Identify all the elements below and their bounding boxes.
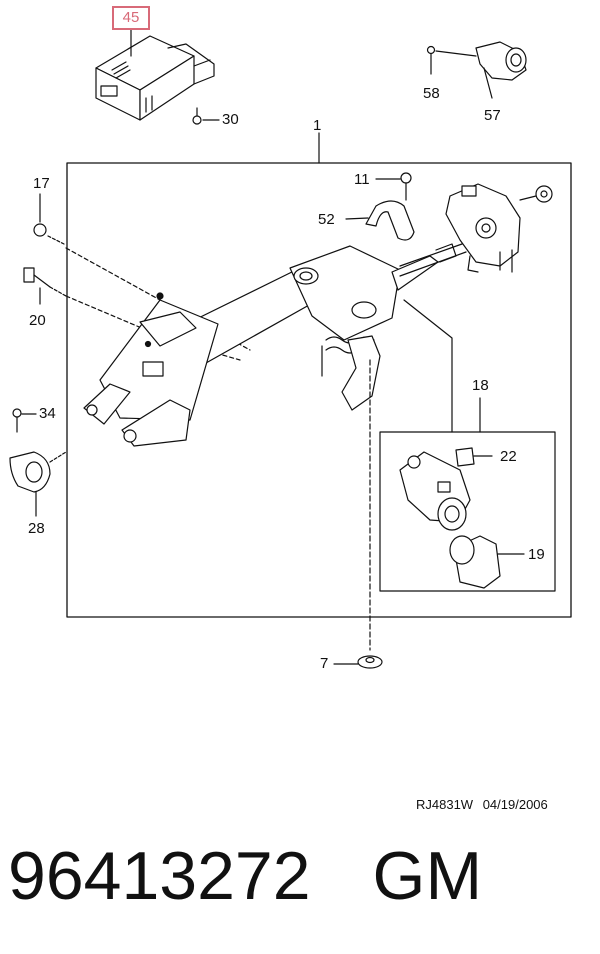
- reference-code: RJ4831W: [416, 797, 474, 812]
- callout-11: 11: [354, 171, 370, 188]
- steering-column-drawing: [65, 243, 467, 447]
- diagram-drawing: [9, 29, 572, 669]
- callout-57: 57: [484, 107, 501, 124]
- callout-45-highlight[interactable]: 45: [112, 6, 150, 30]
- lock-housing-drawing: [445, 183, 553, 273]
- callout-1: 1: [313, 117, 322, 134]
- control-module-drawing: [95, 35, 215, 121]
- drawing-reference: RJ4831W 04/19/2006: [416, 797, 554, 812]
- callout-7: 7: [320, 655, 329, 672]
- part-number: 96413272: [8, 838, 311, 914]
- callout-17: 17: [33, 175, 50, 192]
- callout-18: 18: [472, 377, 489, 394]
- callout-34: 34: [39, 405, 56, 422]
- callout-19: 19: [528, 546, 545, 563]
- bolt-20-drawing: [23, 267, 35, 283]
- lock-inset-frame: [379, 431, 556, 592]
- reference-date: 04/19/2006: [482, 797, 548, 812]
- assembly-frame: [66, 162, 572, 618]
- nut-17-drawing: [33, 223, 47, 237]
- part-brand: GM: [372, 838, 483, 914]
- ignition-lock-drawing: [399, 447, 525, 589]
- callout-28: 28: [28, 520, 45, 537]
- clamp-52-drawing: [365, 200, 415, 241]
- callout-20: 20: [29, 312, 46, 329]
- part-number-caption: 96413272 GM: [8, 836, 482, 916]
- callout-22: 22: [500, 448, 517, 465]
- callout-30: 30: [222, 111, 239, 128]
- callout-52: 52: [318, 211, 335, 228]
- parts-diagram: 45 1 30 58 57 11 52 17 20 34 28 18 22 19…: [9, 6, 572, 812]
- bracket-57-drawing: [475, 41, 527, 99]
- callout-58: 58: [423, 85, 440, 102]
- collar-28-drawing: [9, 451, 51, 493]
